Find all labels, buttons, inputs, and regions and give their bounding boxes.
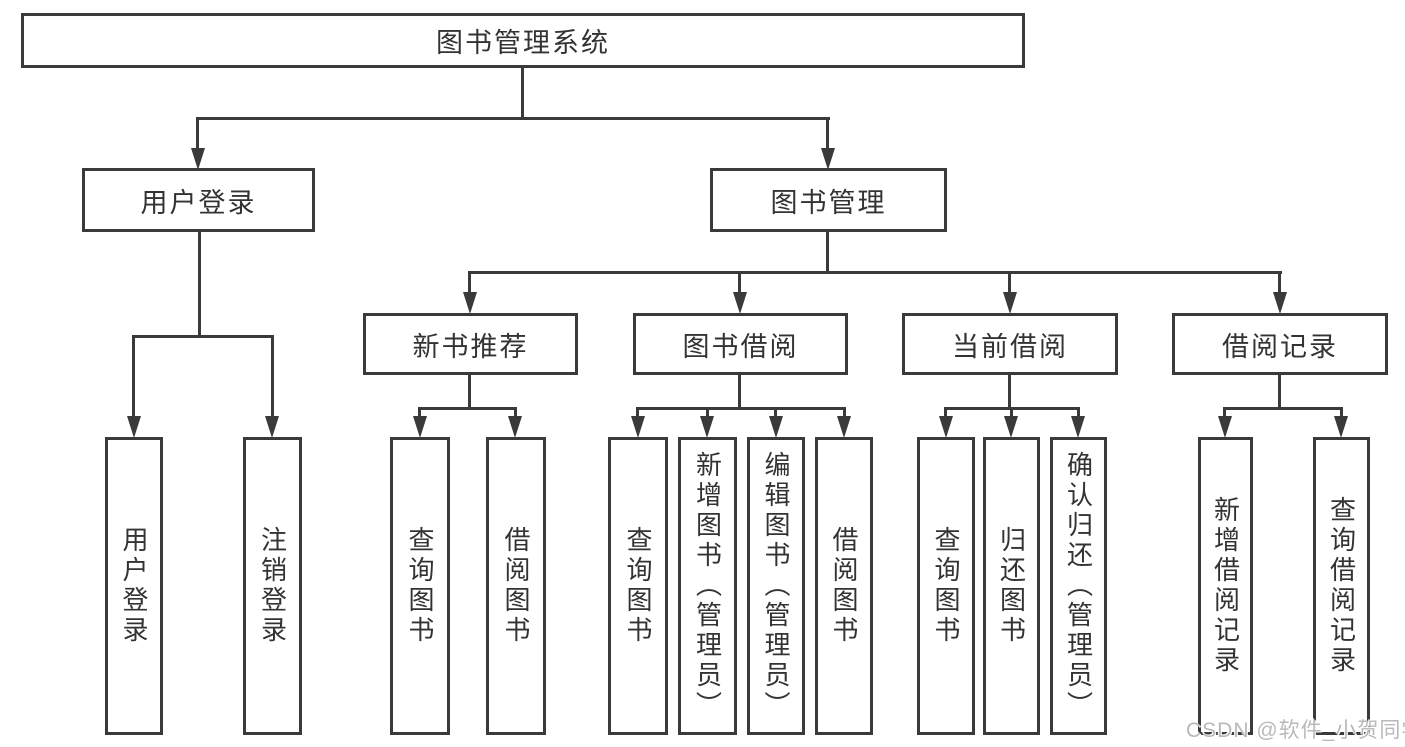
node-query-borrow-record: 查询借阅记录 [1313, 437, 1370, 735]
node-query-books-recommend: 查询图书 [390, 437, 450, 735]
node-new-book-recommend: 新书推荐 [363, 313, 578, 375]
connector-line [198, 232, 201, 338]
connector-arrowhead [1004, 416, 1018, 438]
connector-line [418, 407, 421, 418]
connector-line [1340, 407, 1343, 418]
node-query-books-borrow: 查询图书 [608, 437, 668, 735]
node-user-login-label: 用户登录 [119, 526, 149, 646]
connector-arrowhead [939, 416, 953, 438]
node-library-system: 图书管理系统 [21, 13, 1025, 68]
connector-arrowhead [821, 148, 835, 170]
connector-line [468, 374, 471, 410]
connector-arrowhead [631, 416, 645, 438]
connector-line [738, 271, 741, 294]
node-current-borrow: 当前借阅 [902, 313, 1118, 375]
node-borrow-records: 借阅记录 [1172, 313, 1388, 375]
node-user-login-group: 用户登录 [82, 168, 315, 232]
connector-line [738, 374, 741, 410]
connector-arrowhead [1218, 416, 1232, 438]
connector-line [271, 335, 274, 418]
connector-arrowhead [127, 416, 141, 438]
connector-arrowhead [1071, 416, 1085, 438]
connector-line [826, 232, 829, 273]
node-edit-book-admin: 编辑图书（管理员） [747, 437, 805, 735]
node-borrow-books-recommend-label: 借阅图书 [501, 526, 531, 646]
connector-line [774, 407, 777, 418]
connector-line [1223, 407, 1226, 418]
connector-line [132, 335, 135, 418]
node-confirm-return-admin-label: 确认归还（管理员） [1063, 451, 1094, 721]
connector-line [132, 335, 274, 338]
connector-arrowhead [700, 416, 714, 438]
node-return-book-label: 归还图书 [996, 526, 1027, 646]
connector-arrowhead [1273, 292, 1287, 314]
connector-line [843, 407, 846, 418]
connector-line [1010, 407, 1013, 418]
connector-arrowhead [733, 292, 747, 314]
connector-line [706, 407, 709, 418]
connector-arrowhead [1003, 292, 1017, 314]
connector-arrowhead [463, 292, 477, 314]
node-add-book-admin: 新增图书（管理员） [678, 437, 737, 735]
node-borrow-books-label: 借阅图书 [829, 526, 859, 646]
node-user-login: 用户登录 [105, 437, 163, 735]
connector-line [196, 117, 199, 150]
connector-line [1278, 271, 1281, 294]
node-logout: 注销登录 [243, 437, 302, 735]
connector-line [469, 271, 1282, 274]
connector-arrowhead [191, 148, 205, 170]
connector-arrowhead [413, 416, 427, 438]
connector-line [826, 117, 829, 150]
node-book-borrow: 图书借阅 [633, 313, 848, 375]
connector-line [1278, 374, 1281, 410]
node-query-books-borrow-label: 查询图书 [623, 526, 653, 646]
connector-line [197, 117, 830, 120]
connector-line [418, 407, 517, 410]
connector-line [1008, 271, 1011, 294]
connector-line [1223, 407, 1343, 410]
connector-arrowhead [265, 416, 279, 438]
node-query-books-current-label: 查询图书 [931, 526, 961, 646]
node-confirm-return-admin: 确认归还（管理员） [1050, 437, 1107, 735]
node-logout-label: 注销登录 [257, 526, 288, 646]
connector-arrowhead [837, 416, 851, 438]
connector-arrowhead [508, 416, 522, 438]
connector-line [636, 407, 639, 418]
connector-line [468, 271, 471, 294]
connector-line [514, 407, 517, 418]
node-borrow-books-recommend: 借阅图书 [486, 437, 546, 735]
node-add-book-admin-label: 新增图书（管理员） [692, 451, 723, 721]
node-query-books-recommend-label: 查询图书 [405, 526, 435, 646]
node-book-management: 图书管理 [710, 168, 947, 232]
node-borrow-books: 借阅图书 [815, 437, 873, 735]
node-add-borrow-record: 新增借阅记录 [1198, 437, 1253, 735]
connector-arrowhead [769, 416, 783, 438]
connector-line [636, 407, 846, 410]
connector-line [944, 407, 947, 418]
connector-line [1008, 374, 1011, 410]
connector-line [521, 68, 524, 119]
node-edit-book-admin-label: 编辑图书（管理员） [761, 451, 791, 721]
node-query-borrow-record-label: 查询借阅记录 [1326, 496, 1357, 676]
connector-line [1077, 407, 1080, 418]
node-query-books-current: 查询图书 [917, 437, 975, 735]
node-add-borrow-record-label: 新增借阅记录 [1210, 496, 1241, 676]
node-return-book: 归还图书 [983, 437, 1040, 735]
connector-arrowhead [1334, 416, 1348, 438]
csdn-watermark: CSDN @软件_小贺同学 [1186, 719, 1405, 742]
